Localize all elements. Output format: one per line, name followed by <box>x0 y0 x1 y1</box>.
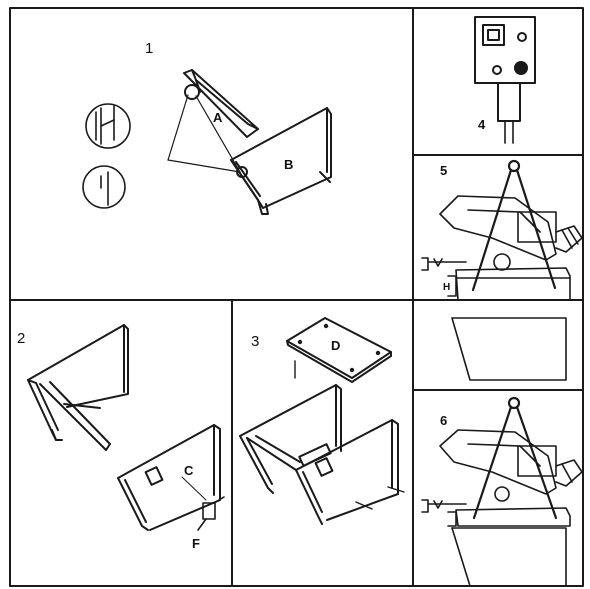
bracket-f <box>197 496 225 531</box>
label-c: C <box>184 463 194 478</box>
panel-6: 6 <box>421 396 583 587</box>
stand-assembled <box>239 384 399 525</box>
band-saw-machine-2 <box>421 429 583 527</box>
label-h: H <box>443 282 450 293</box>
label-b: B <box>284 157 293 172</box>
panel-5: 5 H <box>421 159 583 381</box>
lifting-sling-2 <box>472 396 558 520</box>
band-saw-machine <box>421 195 583 301</box>
pin-detail-circle-upper <box>85 103 131 149</box>
panel-2: 2 C F <box>17 324 225 551</box>
end-panel-b <box>230 107 332 215</box>
panel-1: 1 A <box>82 40 332 215</box>
label-d: D <box>331 338 340 353</box>
base-cabinet-lower <box>451 527 567 587</box>
base-cabinet-upper <box>451 317 567 381</box>
magnify-callout <box>167 94 241 173</box>
top-plate-d <box>286 317 392 383</box>
lifting-sling <box>471 159 557 292</box>
label-f: F <box>192 536 200 551</box>
bolts <box>355 486 405 510</box>
stand-side-left <box>27 324 129 441</box>
panel-1-number: 1 <box>145 40 153 57</box>
panel-2-number: 2 <box>17 330 25 347</box>
panel-grid <box>9 7 584 587</box>
panel-4: 4 <box>474 16 536 144</box>
stand-side-right <box>117 424 221 531</box>
panel-5-number: 5 <box>440 163 447 178</box>
label-a: A <box>213 110 223 125</box>
control-box <box>474 16 536 122</box>
panel-4-number: 4 <box>478 117 486 132</box>
power-cable-icon <box>504 120 514 144</box>
side-panel-a <box>183 69 259 138</box>
stand-strut <box>39 381 111 451</box>
pin-detail-circle-lower <box>82 165 126 209</box>
panel-3-number: 3 <box>251 333 259 350</box>
panel-3: 3 D <box>239 317 405 525</box>
panel-6-number: 6 <box>440 413 447 428</box>
